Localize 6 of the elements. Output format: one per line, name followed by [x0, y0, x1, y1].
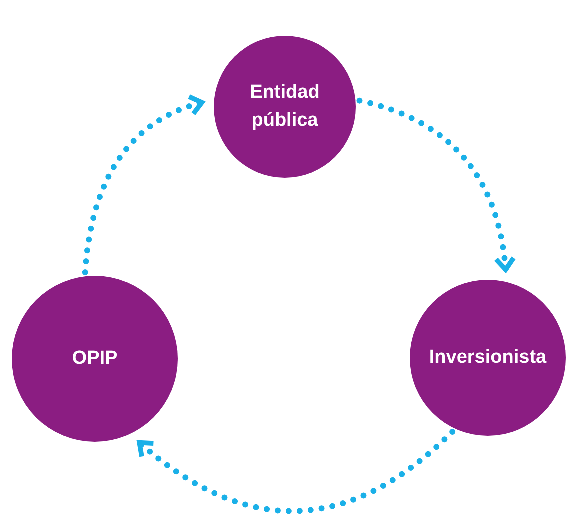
node-label: Inversionista: [428, 346, 548, 370]
dotted-arrow: [136, 428, 456, 514]
dotted-arrow: [82, 95, 206, 276]
dotted-arrow: [356, 98, 516, 273]
node-label: Entidad pública: [249, 81, 321, 133]
node-label: OPIP: [71, 347, 119, 371]
